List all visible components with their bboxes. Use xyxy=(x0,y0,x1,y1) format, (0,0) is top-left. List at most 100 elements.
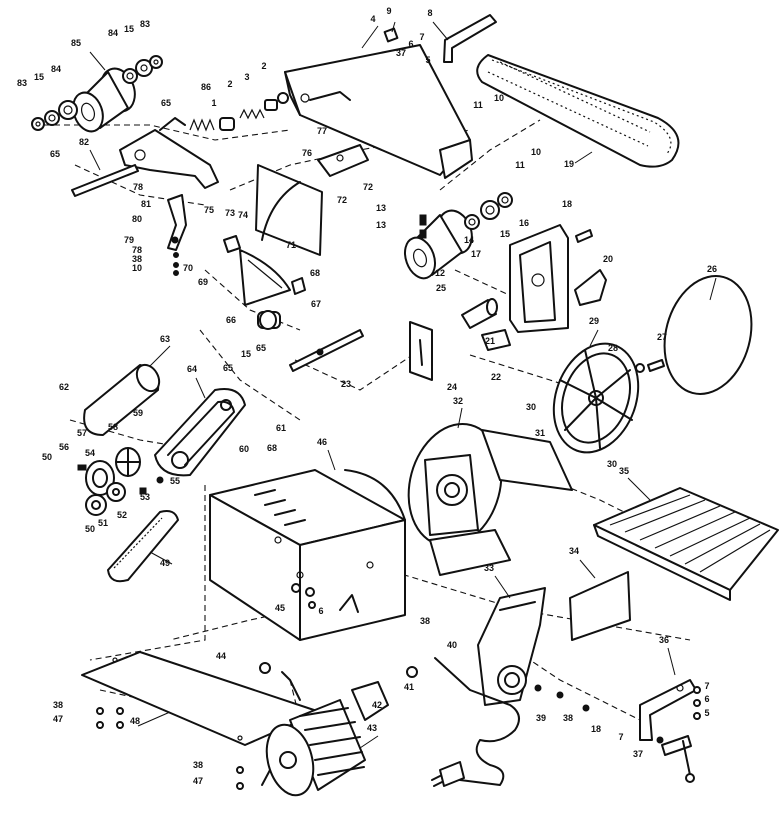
pulley-cover-63 xyxy=(83,363,161,436)
part-callout-label: 41 xyxy=(404,682,414,692)
part-callout-label: 10 xyxy=(132,263,142,273)
belt-frame-platen xyxy=(284,44,473,179)
part-callout-label: 15 xyxy=(500,229,510,239)
electric-motor-43 xyxy=(261,671,366,797)
tracking-bracket xyxy=(443,14,497,63)
part-callout-label: 40 xyxy=(447,640,457,650)
part-callout-label: 84 xyxy=(51,64,61,74)
switch-plate-24 xyxy=(409,321,433,381)
part-callout-label: 42 xyxy=(372,700,382,710)
drive-drum-12 xyxy=(404,209,473,280)
part-callout-label: 79 xyxy=(124,235,134,245)
part-callout-label: 57 xyxy=(77,428,87,438)
part-callout-label: 55 xyxy=(170,476,180,486)
part-callout-label: 19 xyxy=(564,159,574,169)
small-hardware-right xyxy=(534,684,701,744)
part-callout-label: 2 xyxy=(227,79,232,89)
bearing-washers-left xyxy=(31,55,163,131)
part-callout-label: 6 xyxy=(318,606,323,616)
part-callout-label: 7 xyxy=(618,732,623,742)
part-callout-label: 23 xyxy=(341,379,351,389)
part-callout-label: 49 xyxy=(160,558,170,568)
part-callout-label: 82 xyxy=(79,137,89,147)
idler-bracket-75 xyxy=(119,117,219,189)
part-callout-label: 34 xyxy=(569,546,579,556)
part-callout-label: 15 xyxy=(34,72,44,82)
part-callout-label: 47 xyxy=(193,776,203,786)
part-callout-label: 18 xyxy=(591,724,601,734)
part-callout-label: 72 xyxy=(363,182,373,192)
part-callout-label: 22 xyxy=(491,372,501,382)
part-callout-label: 37 xyxy=(396,48,406,58)
part-callout-label: 4 xyxy=(370,14,375,24)
shaft-67 xyxy=(289,329,364,372)
part-callout-label: 29 xyxy=(589,316,599,326)
part-callout-label: 51 xyxy=(98,518,108,528)
part-callout-label: 32 xyxy=(453,396,463,406)
part-callout-label: 38 xyxy=(132,254,142,264)
part-callout-label: 45 xyxy=(275,603,285,613)
part-callout-label: 86 xyxy=(201,82,211,92)
table-bracket-36 xyxy=(639,679,697,741)
part-callout-label: 83 xyxy=(17,78,27,88)
part-callout-label: 26 xyxy=(707,264,717,274)
part-callout-label: 15 xyxy=(124,24,134,34)
part-callout-label: 17 xyxy=(471,249,481,259)
shaft-82 xyxy=(71,164,139,197)
part-callout-label: 50 xyxy=(42,452,52,462)
part-callout-label: 25 xyxy=(436,283,446,293)
part-callout-label: 5 xyxy=(704,708,709,718)
screw-27-washer-28 xyxy=(635,359,665,373)
sanding-disc-plate-29 xyxy=(552,342,640,454)
cabinet-screws-45 xyxy=(291,583,316,609)
part-callout-label: 66 xyxy=(226,315,236,325)
part-callout-label: 6 xyxy=(704,694,709,704)
tilt-bracket-71 xyxy=(223,235,306,306)
part-callout-label: 6 xyxy=(408,39,413,49)
v-belt-49 xyxy=(107,510,179,583)
part-callout-label: 12 xyxy=(435,268,445,278)
part-callout-label: 35 xyxy=(619,466,629,476)
part-callout-label: 2 xyxy=(261,61,266,71)
capacitor-25 xyxy=(461,298,498,329)
part-callout-label: 46 xyxy=(317,437,327,447)
part-callout-label: 70 xyxy=(183,263,193,273)
sanding-belt xyxy=(476,54,680,168)
leader-lines xyxy=(89,21,717,749)
part-callout-label: 64 xyxy=(187,364,197,374)
part-callout-label: 63 xyxy=(160,334,170,344)
part-callout-label: 52 xyxy=(117,510,127,520)
part-callout-label: 7 xyxy=(704,681,709,691)
belt-guard-64 xyxy=(154,388,246,477)
part-callout-label: 58 xyxy=(108,422,118,432)
part-callout-label: 24 xyxy=(447,382,457,392)
part-callout-label: 1 xyxy=(211,98,216,108)
part-callout-label: 5 xyxy=(425,55,430,65)
tension-spring-assembly xyxy=(189,92,289,132)
part-callout-label: 38 xyxy=(563,713,573,723)
part-callout-label: 72 xyxy=(337,195,347,205)
part-callout-label: 27 xyxy=(657,332,667,342)
part-callout-label: 8 xyxy=(427,8,432,18)
clamp-20 xyxy=(574,269,607,306)
part-callout-label: 38 xyxy=(420,616,430,626)
motor-pulley-set xyxy=(77,447,164,516)
part-callout-label: 69 xyxy=(198,277,208,287)
part-callout-label: 39 xyxy=(536,713,546,723)
adjust-bracket-77 xyxy=(317,144,369,177)
platen-plate-76 xyxy=(255,164,323,256)
part-callout-label: 13 xyxy=(376,220,386,230)
part-callout-label: 15 xyxy=(241,349,251,359)
lock-knob-37 xyxy=(661,735,695,783)
part-callout-label: 54 xyxy=(85,448,95,458)
part-callout-label: 28 xyxy=(608,343,618,353)
part-callout-label: 48 xyxy=(130,716,140,726)
part-callout-label: 16 xyxy=(519,218,529,228)
motor-bracket-33 xyxy=(477,587,546,706)
base-cabinet-46 xyxy=(209,469,406,641)
part-callout-label: 11 xyxy=(515,160,525,170)
part-callout-label: 73 xyxy=(225,208,235,218)
part-callout-label: 36 xyxy=(659,635,669,645)
